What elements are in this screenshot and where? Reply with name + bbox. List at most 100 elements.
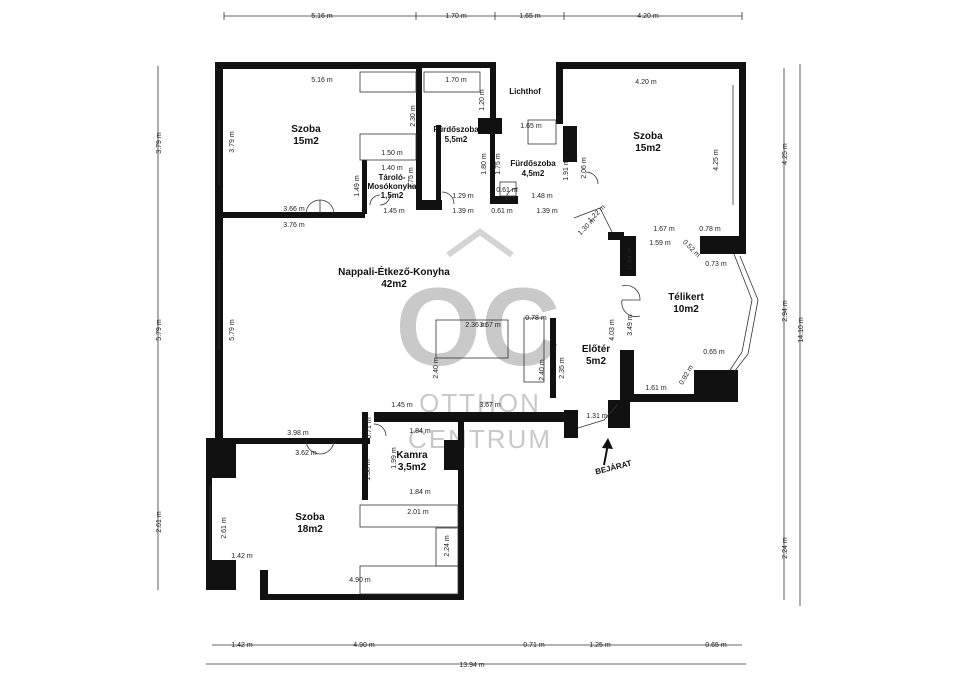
dim-bi: 0.61 m bbox=[496, 187, 518, 194]
dim-h: 1.65 m bbox=[520, 123, 542, 130]
room-tarolo-name: Tároló- bbox=[378, 173, 405, 182]
room-szoba-ne-name: Szoba bbox=[633, 131, 663, 142]
bottom-dim-5: 0.65 m bbox=[705, 642, 727, 649]
left-dim-2: 5.79 m bbox=[156, 319, 163, 341]
dim-af: 4.03 m bbox=[609, 319, 616, 341]
right-dim-3: 2.24 m bbox=[782, 537, 789, 559]
entrance-arrow: BEJÁRAT bbox=[594, 438, 633, 477]
dim-l: 1.75 m bbox=[408, 167, 415, 189]
dim-ay: 1.38 m bbox=[365, 459, 372, 481]
dim-q: 2.06 m bbox=[581, 157, 588, 179]
room-telikert-name: Télikert bbox=[668, 292, 704, 303]
watermark-logo: OC bbox=[396, 266, 561, 389]
dim-an: 0.65 m bbox=[703, 349, 725, 356]
room-nappali-name: Nappali-Étkező-Konyha bbox=[338, 265, 450, 278]
dim-ak: 2.40 m bbox=[433, 357, 440, 379]
room-szoba-sw-name: Szoba bbox=[295, 512, 325, 523]
room-kamra-name: Kamra bbox=[396, 450, 428, 461]
dim-t: 1.39 m bbox=[452, 208, 474, 215]
dim-s: 1.45 m bbox=[383, 208, 405, 215]
dim-be: 4.90 m bbox=[349, 577, 371, 584]
bottom-dim-2: 4.90 m bbox=[353, 642, 375, 649]
dim-au: 0.71 m bbox=[366, 417, 373, 439]
dim-d: 4.20 m bbox=[635, 79, 657, 86]
dim-ap: 1.61 m bbox=[645, 385, 667, 392]
dim-ag: 3.49 m bbox=[627, 314, 634, 336]
dim-f: 1.50 m bbox=[381, 150, 403, 157]
dim-n: 1.29 m bbox=[452, 193, 474, 200]
dim-ax: 1.99 m bbox=[391, 447, 398, 469]
room-szoba-ne-area: 15m2 bbox=[635, 143, 661, 154]
dim-z: 1.67 m bbox=[653, 226, 675, 233]
bottom-dim-3: 0.71 m bbox=[523, 642, 545, 649]
dim-aj: 0.78 m bbox=[525, 315, 547, 322]
watermark-line2: CENTRUM bbox=[408, 424, 552, 454]
dim-ai: 3.67 m bbox=[479, 322, 501, 329]
dim-w: 3.76 m bbox=[283, 222, 305, 229]
dim-v: 1.39 m bbox=[536, 208, 558, 215]
bottom-total: 13.94 m bbox=[459, 662, 484, 669]
dim-av: 1.84 m bbox=[409, 428, 431, 435]
room-telikert-area: 10m2 bbox=[673, 304, 699, 315]
dim-ab: 1.59 m bbox=[649, 240, 671, 247]
dim-p: 1.91 m bbox=[563, 159, 570, 181]
right-dim-1: 4.25 m bbox=[782, 143, 789, 165]
top-dim-1: 5.16 m bbox=[311, 13, 333, 20]
right-total: 14.10 m bbox=[798, 317, 805, 342]
dim-at: 3.98 m bbox=[287, 430, 309, 437]
room-kamra-area: 3,5m2 bbox=[398, 462, 427, 473]
dim-al: 2.40 m bbox=[539, 359, 546, 381]
dim-aa: 0.78 m bbox=[699, 226, 721, 233]
dim-ac: 0.52 m bbox=[681, 239, 701, 259]
dim-aw: 3.62 m bbox=[295, 450, 317, 457]
dim-e: 2.30 m bbox=[410, 105, 417, 127]
dim-ar: 3.67 m bbox=[479, 402, 501, 409]
dim-az: 1.84 m bbox=[409, 489, 431, 496]
right-dim-2: 2.94 m bbox=[782, 300, 789, 322]
room-furdo2-area: 4,5m2 bbox=[522, 169, 545, 178]
dim-ao: 0.92 m bbox=[678, 364, 695, 386]
dim-c: 1.20 m bbox=[479, 89, 486, 111]
dim-aq: 1.45 m bbox=[391, 402, 413, 409]
top-dim-2: 1.70 m bbox=[445, 13, 467, 20]
dim-o: 1.48 m bbox=[531, 193, 553, 200]
bottom-dim-4: 1.25 m bbox=[589, 642, 611, 649]
dim-i: 4.25 m bbox=[713, 149, 720, 171]
dim-bb: 2.61 m bbox=[221, 517, 228, 539]
dim-bg: 1.80 m bbox=[481, 153, 488, 175]
dim-bc: 2.24 m bbox=[444, 535, 451, 557]
entrance-label: BEJÁRAT bbox=[594, 459, 632, 477]
dim-ba: 2.01 m bbox=[407, 509, 429, 516]
dim-ad: 0.73 m bbox=[705, 261, 727, 268]
dim-bd: 1.42 m bbox=[231, 553, 253, 560]
dim-b: 1.70 m bbox=[445, 77, 467, 84]
dim-bk: 0.94 m bbox=[627, 247, 634, 269]
windows bbox=[209, 71, 759, 595]
top-dim-4: 4.20 m bbox=[637, 13, 659, 20]
room-furdo1-name: Fürdőszoba bbox=[433, 125, 479, 134]
dim-ae: 5.79 m bbox=[229, 319, 236, 341]
dim-g: 3.79 m bbox=[229, 131, 236, 153]
dim-u: 0.61 m bbox=[491, 208, 513, 215]
dim-bl: 1.75 m bbox=[495, 153, 502, 175]
dim-r: 3.66 m bbox=[283, 206, 305, 213]
top-dim-3: 1.65 m bbox=[519, 13, 541, 20]
room-furdo2-name: Fürdőszoba bbox=[510, 159, 556, 168]
dim-a: 5.16 m bbox=[311, 77, 333, 84]
dim-as: 1.31 m bbox=[586, 413, 608, 420]
room-nappali-area: 42m2 bbox=[381, 279, 407, 290]
room-szoba-nw-name: Szoba bbox=[291, 124, 321, 135]
room-eloter-area: 5m2 bbox=[586, 356, 606, 367]
left-dim-3: 2.61 m bbox=[156, 511, 163, 533]
left-dim-1: 3.79 m bbox=[156, 132, 163, 154]
dim-am: 2.35 m bbox=[559, 357, 566, 379]
room-furdo1-area: 5,5m2 bbox=[445, 135, 468, 144]
outer-dimensions: 5.16 m 1.70 m 1.65 m 4.20 m 1.42 m 4.90 … bbox=[156, 12, 805, 669]
bottom-dim-1: 1.42 m bbox=[231, 642, 253, 649]
room-szoba-nw-area: 15m2 bbox=[293, 136, 319, 147]
dim-k: 1.49 m bbox=[354, 175, 361, 197]
room-lichthof-name: Lichthof bbox=[509, 87, 541, 96]
dim-j: 1.40 m bbox=[381, 165, 403, 172]
room-tarolo-name2: Mosókonyha bbox=[368, 182, 417, 191]
doors bbox=[305, 171, 641, 455]
